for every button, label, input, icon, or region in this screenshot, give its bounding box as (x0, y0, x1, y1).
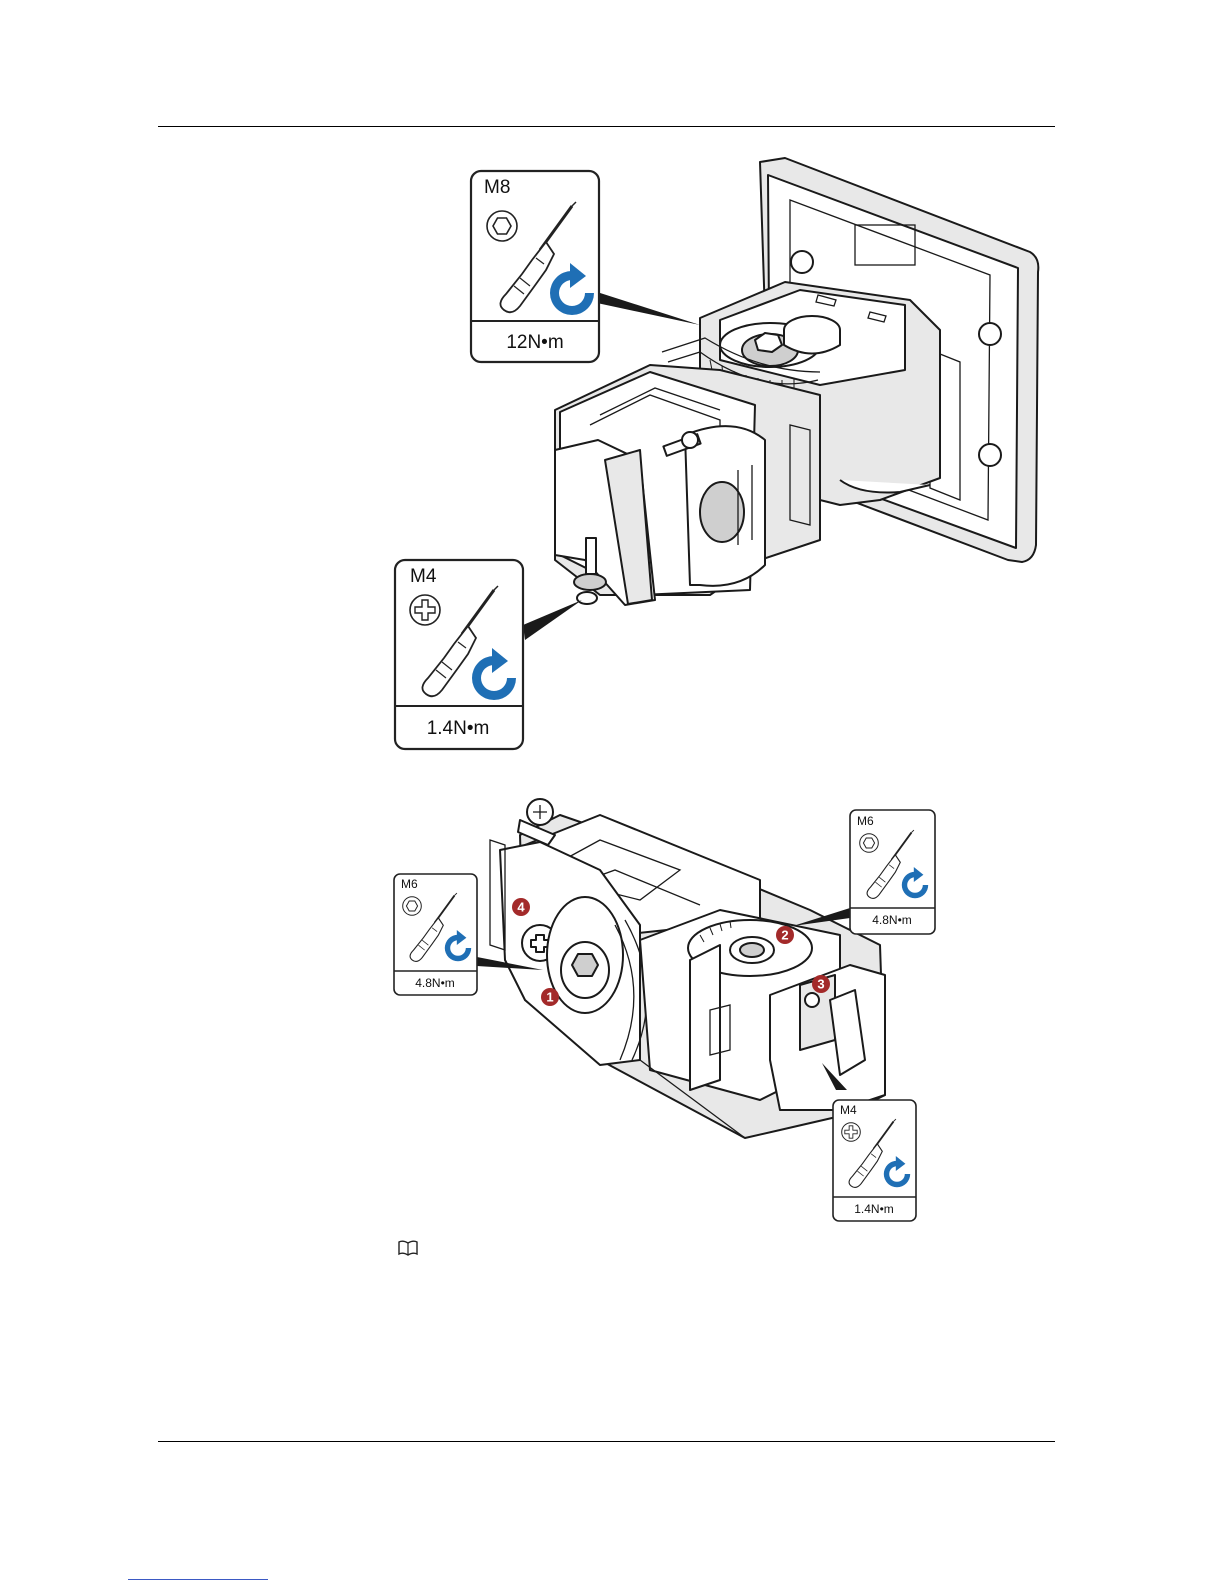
callout-m4-phillips: M4 1.4N•m (395, 560, 523, 749)
hex-socket-icon (487, 211, 517, 241)
callout-left-m6-size: M6 (401, 877, 418, 891)
callout-right-m6-size: M6 (857, 814, 874, 828)
note-book-icon (397, 1239, 419, 1257)
callout-m4-phillips-2: M4 1.4N•m (833, 1100, 916, 1221)
badge-3: 3 (812, 975, 830, 993)
figure-2-bracket (490, 799, 885, 1138)
phillips-icon (842, 1123, 861, 1142)
callout-left-m6-hex: M6 4.8N•m (394, 874, 477, 995)
badge-4: 4 (512, 898, 530, 916)
callout-m4-2-torque: 1.4N•m (854, 1202, 894, 1216)
callout-right-m6-hex: M6 4.8N•m (850, 810, 935, 934)
callout-m8-hex: M8 12N•m (471, 171, 599, 362)
callout-m4-2-size: M4 (840, 1103, 857, 1117)
phillips-icon (410, 595, 440, 625)
svg-text:4: 4 (517, 900, 525, 915)
callout-m4-size: M4 (410, 566, 437, 587)
badge-2: 2 (776, 926, 794, 944)
svg-text:3: 3 (817, 977, 824, 992)
callout-m8-size: M8 (484, 177, 510, 198)
hex-socket-icon (860, 834, 879, 853)
leader-m4 (523, 600, 582, 640)
callout-m8-torque: 12N•m (506, 332, 563, 353)
svg-text:1: 1 (546, 990, 553, 1005)
badge-1: 1 (541, 988, 559, 1006)
svg-text:2: 2 (781, 928, 788, 943)
hex-socket-icon (403, 897, 422, 916)
leader-m8 (597, 292, 700, 325)
callout-m4-torque: 1.4N•m (427, 718, 490, 739)
callout-right-m6-torque: 4.8N•m (872, 913, 912, 927)
callout-left-m6-torque: 4.8N•m (415, 976, 455, 990)
figure-1-bracket (555, 158, 1038, 605)
